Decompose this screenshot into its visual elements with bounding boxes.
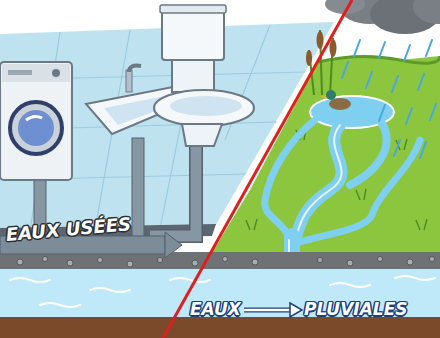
- ground-layers-part-part: [318, 258, 323, 263]
- ground-layers-part: [0, 317, 440, 338]
- landscape-part-part: [404, 139, 407, 150]
- water-label: PLUVIALES: [304, 301, 408, 318]
- ground-layers-part-part: [10, 278, 50, 282]
- rain-cloud-part: [342, 40, 436, 158]
- cattails: [306, 30, 337, 95]
- cattails-part: [306, 50, 312, 66]
- ground-layers-part-part: [17, 259, 23, 265]
- duck-part: [326, 90, 336, 100]
- toilet-part: [182, 124, 222, 146]
- landscape-part-part: [300, 140, 420, 242]
- ground-layers-part-part: [40, 303, 80, 307]
- cattails-part: [330, 39, 337, 57]
- ground-layers-part-part: [192, 260, 198, 266]
- duck-part: [320, 95, 326, 98]
- landscape-part-part: [292, 125, 342, 250]
- rain-cloud-part-part: [379, 42, 385, 58]
- landscape-part-part: [254, 219, 257, 230]
- landscape-part: [265, 120, 420, 272]
- rain-cloud-part-part: [342, 62, 348, 78]
- washing-machine-part: [52, 69, 60, 77]
- ground-layers-part-part: [98, 258, 103, 263]
- ground-layers-part-part: [170, 278, 210, 282]
- ground-layers-part: [0, 269, 440, 317]
- ground-layers: [0, 252, 440, 338]
- ground-layers-part-part: [378, 257, 383, 262]
- ground-layers-part: [17, 257, 435, 268]
- rain-cloud-part-part: [406, 108, 412, 124]
- washing-machine-part: [26, 116, 42, 120]
- toilet: [154, 5, 254, 146]
- landscape-part-part: [265, 120, 315, 235]
- ground-layers-part-part: [347, 260, 353, 266]
- rain-cloud-part: [413, 0, 440, 24]
- washing-machine-part: [18, 110, 54, 146]
- rain-cloud-part-part: [418, 74, 424, 90]
- waste-pipes-part: [150, 140, 196, 236]
- duck: [320, 90, 351, 110]
- waste-pipes-part: [132, 138, 144, 246]
- toilet-part: [154, 90, 254, 126]
- flow-arrow-part: [290, 303, 302, 317]
- rain-cloud-part-part: [426, 40, 432, 56]
- water-label: EAUX: [190, 301, 241, 318]
- washing-machine-part: [8, 70, 32, 75]
- washing-machine: [0, 62, 72, 180]
- toilet-part: [162, 8, 224, 60]
- rain-cloud-part-part: [420, 142, 426, 158]
- waste-pipes-part: [165, 232, 182, 258]
- flow-arrow: [244, 303, 302, 317]
- toilet-part: [160, 5, 226, 13]
- ground-layers-part-part: [43, 257, 48, 262]
- sink-part: [126, 70, 132, 92]
- ground-layers-part-part: [67, 260, 73, 266]
- flow-arrow-part: [244, 309, 292, 312]
- rain-cloud-part-part: [430, 104, 436, 120]
- ground-layers-part-part: [407, 259, 413, 265]
- landscape-part-part: [364, 189, 366, 200]
- divider-line: [163, 0, 352, 338]
- rain-cloud: [325, 0, 440, 158]
- landscape-part-part: [350, 120, 387, 185]
- ground-layers-part-part: [330, 283, 370, 287]
- ground-layers-part-part: [395, 276, 435, 280]
- waste-pipes-part: [150, 140, 196, 236]
- ground-layers-part-part: [127, 261, 133, 267]
- rain-cloud-part-part: [379, 105, 385, 121]
- ground-layers-part-part: [223, 257, 228, 262]
- washing-machine-part: [2, 64, 70, 82]
- ground-layers-part-part: [90, 288, 130, 292]
- ground-layers-part-part: [430, 257, 435, 262]
- rain-cloud-part-part: [404, 45, 410, 61]
- landscape-part-part: [424, 219, 427, 230]
- rain-cloud-part-part: [392, 76, 398, 92]
- landscape: [210, 30, 440, 272]
- washing-machine-part: [0, 62, 72, 180]
- toilet-part: [172, 60, 214, 92]
- rain-cloud-part-part: [366, 72, 372, 88]
- washing-machine-part: [10, 102, 62, 154]
- rain-cloud-part-part: [394, 140, 400, 156]
- landscape-part-part: [246, 220, 250, 230]
- landscape-part-part: [356, 190, 360, 200]
- flow-arrow-part: [244, 308, 292, 313]
- landscape-part-part: [416, 220, 420, 230]
- cattails-part: [317, 31, 324, 49]
- ground-layers-part: [0, 252, 440, 269]
- toilet-part: [170, 96, 242, 116]
- ground-layers-part-part: [158, 258, 163, 263]
- rain-cloud-part-part: [354, 40, 360, 56]
- landscape-part: [210, 56, 440, 256]
- ground-layers-part-part: [252, 259, 258, 265]
- sink-part: [129, 66, 141, 72]
